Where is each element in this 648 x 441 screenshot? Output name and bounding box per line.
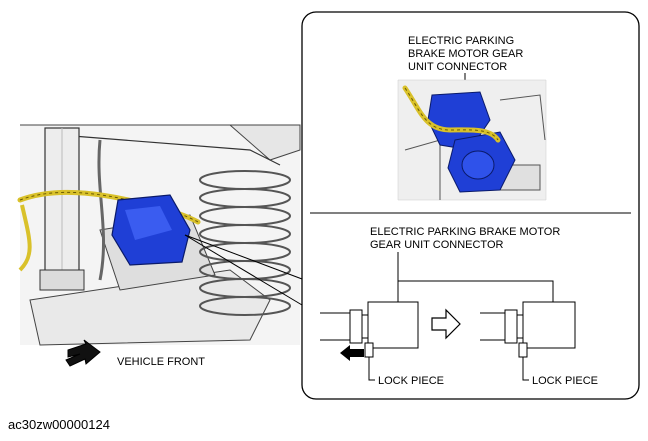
- top-callout-line1: ELECTRIC PARKING: [408, 35, 514, 47]
- bottom-callout-line2: GEAR UNIT CONNECTOR: [370, 239, 503, 251]
- connector-closeup: [397, 79, 547, 201]
- lock-piece-label-left: LOCK PIECE: [378, 375, 444, 387]
- solid-left-arrow-icon: [340, 345, 364, 361]
- hollow-right-arrow-icon: [431, 308, 461, 340]
- vehicle-front-arrow-icon: [65, 339, 101, 367]
- top-callout-line2: BRAKE MOTOR GEAR: [408, 48, 523, 60]
- figure-code: ac30zw00000124: [8, 417, 110, 432]
- connector-after: [480, 301, 576, 358]
- lock-piece-label-right: LOCK PIECE: [532, 375, 598, 387]
- vehicle-front-label: VEHICLE FRONT: [117, 356, 205, 368]
- connector-before: [320, 301, 419, 358]
- top-callout-line3: UNIT CONNECTOR: [408, 61, 507, 73]
- bottom-callout-line1: ELECTRIC PARKING BRAKE MOTOR: [370, 226, 560, 238]
- main-illustration: [17, 124, 319, 346]
